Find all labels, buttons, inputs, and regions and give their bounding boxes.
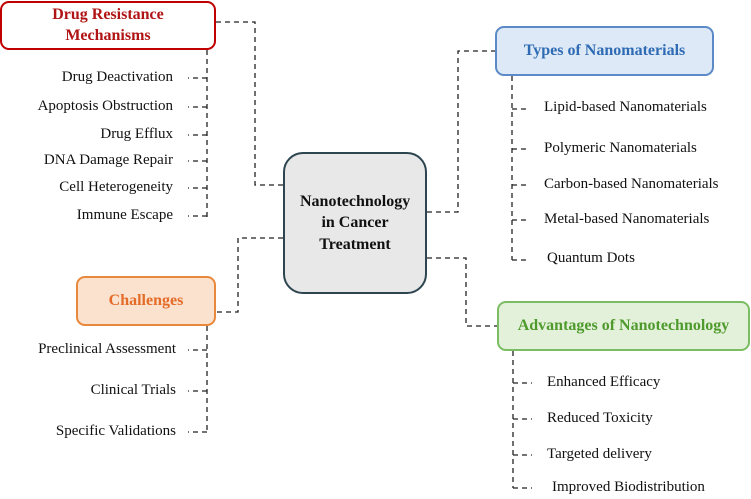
drug-resistance-item: DNA Damage Repair xyxy=(43,152,173,168)
advantages-of-nanotechnology-node: Advantages of Nanotechnology xyxy=(497,301,750,351)
drug-resistance-item: Drug Deactivation xyxy=(61,69,173,85)
connector-center-types xyxy=(427,50,495,213)
challenge-item: Specific Validations xyxy=(55,423,176,439)
advantage-item: Improved Biodistribution xyxy=(552,479,705,495)
types-of-nanomaterials-node: Types of Nanomaterials xyxy=(495,26,714,76)
nanomaterial-type-item: Metal-based Nanomaterials xyxy=(544,211,710,227)
nanomaterial-type-item: Carbon-based Nanomaterials xyxy=(544,176,719,192)
challenge-item: Clinical Trials xyxy=(90,382,176,398)
connector-center-challenges xyxy=(216,237,283,313)
types-title: Types of Nanomaterials xyxy=(523,42,686,59)
challenges-title: Challenges xyxy=(108,292,184,309)
central-topic-label: Nanotechnology in Cancer Treatment xyxy=(300,192,411,253)
central-topic-node: Nanotechnology in Cancer Treatment xyxy=(283,152,427,294)
advantage-item: Reduced Toxicity xyxy=(547,410,653,426)
challenge-item: Preclinical Assessment xyxy=(38,341,176,357)
advantages-title: Advantages of Nanotechnology xyxy=(517,317,730,334)
nanomaterial-type-item: Lipid-based Nanomaterials xyxy=(544,99,707,115)
drug-resistance-item: Apoptosis Obstruction xyxy=(37,98,173,114)
drug-resistance-item: Cell Heterogeneity xyxy=(59,179,173,195)
challenges-node: Challenges xyxy=(76,276,216,326)
drug-resistance-title: Drug Resistance Mechanisms xyxy=(52,5,164,44)
advantage-item: Enhanced Efficacy xyxy=(547,374,661,390)
connector-center-drug-resistance xyxy=(216,21,283,186)
nanomaterial-type-item: Polymeric Nanomaterials xyxy=(544,140,697,156)
nanomaterial-type-item: Quantum Dots xyxy=(547,250,635,266)
drug-resistance-node: Drug Resistance Mechanisms xyxy=(0,1,216,50)
drug-resistance-item: Immune Escape xyxy=(76,207,173,223)
connector-center-advantages xyxy=(427,257,497,327)
advantage-item: Targeted delivery xyxy=(547,446,652,462)
drug-resistance-item: Drug Efflux xyxy=(100,126,173,142)
